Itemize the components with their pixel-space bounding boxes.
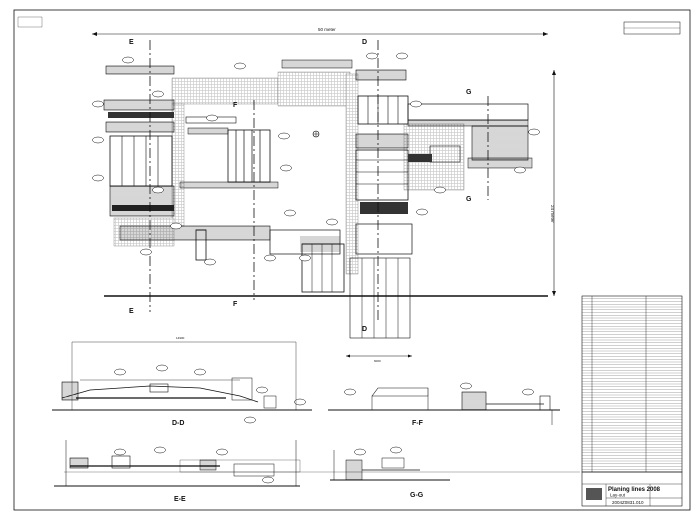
marker-e-top: E [129, 39, 134, 46]
drawing-title: Planing lines 2008 [608, 487, 661, 493]
reference-balloon [528, 128, 540, 136]
reference-balloon [152, 186, 164, 194]
marker-d-top: D [362, 39, 367, 46]
plan-center-lines [281, 59, 413, 339]
reference-balloon [154, 446, 166, 454]
section-ee-view: E-E [54, 440, 300, 503]
reference-balloon [264, 254, 276, 262]
reference-balloon [204, 258, 216, 266]
section-markers: E E D D F F G G [129, 39, 472, 333]
section-ff-view: F-F [328, 387, 560, 427]
reference-balloon [152, 90, 164, 98]
company-logo-icon [586, 488, 602, 500]
sheet-border [13, 9, 691, 511]
marker-f-bottom: F [233, 301, 238, 308]
dimension-g: 6000 [346, 354, 412, 363]
section-ff-title: F-F [412, 420, 424, 427]
overall-width-label: 50 meter [318, 27, 336, 32]
section-ee-title: E-E [174, 496, 186, 503]
reference-balloon [114, 448, 126, 456]
reference-balloon [396, 52, 408, 60]
reference-balloon [390, 446, 402, 454]
reference-balloon [156, 364, 168, 372]
reference-balloon [122, 56, 134, 64]
marker-f-top: F [233, 102, 238, 109]
reference-balloon [410, 100, 422, 108]
reference-balloon [344, 388, 356, 396]
reference-balloon [280, 164, 292, 172]
reference-balloon [278, 132, 290, 140]
reference-balloon [216, 448, 228, 456]
reference-balloons [92, 52, 540, 484]
reference-balloon [294, 398, 306, 406]
drawing-subtitle: Lay-out [610, 493, 626, 498]
dimension-d-label: 14900 [176, 336, 185, 340]
section-gg-title: G-G [410, 492, 424, 499]
reference-balloon [140, 248, 152, 256]
reference-balloon [514, 166, 526, 174]
reference-balloon [92, 174, 104, 182]
title-block: Planing lines 2008 Lay-out 2004Z0831.010 [64, 459, 683, 507]
marker-g-top: G [466, 89, 472, 96]
reference-balloon [234, 62, 246, 70]
reference-balloon [434, 186, 446, 194]
reference-balloon [326, 218, 338, 226]
reference-balloon [206, 114, 218, 122]
reference-balloon [366, 52, 378, 60]
reference-balloon [170, 222, 182, 230]
reference-balloon [354, 448, 366, 456]
reference-balloon [416, 208, 428, 216]
marker-g-bottom: G [466, 196, 472, 203]
reference-balloon [114, 368, 126, 376]
reference-balloon [262, 476, 274, 484]
parts-legend-table [581, 295, 683, 473]
reference-balloon [460, 382, 472, 390]
marker-d-bottom: D [362, 326, 367, 333]
reference-balloon [92, 136, 104, 144]
reference-balloon [194, 368, 206, 376]
reference-balloon [284, 209, 296, 217]
section-gg-view: G-G [330, 450, 450, 499]
corner-stamp [17, 16, 43, 28]
overall-width-dimension: 50 meter [92, 27, 548, 36]
plan-left-machine-cluster [103, 65, 341, 261]
reference-balloon [244, 416, 256, 424]
reference-balloon [92, 100, 104, 108]
reference-balloon [256, 386, 268, 394]
section-dd-view: 14900 D-D [52, 336, 312, 427]
plan-right-machine-cluster [312, 103, 533, 169]
overall-height-label: 24 meter [550, 205, 555, 223]
drawing-number: 2004Z0831.010 [612, 500, 644, 505]
reference-balloon [299, 254, 311, 262]
marker-e-bottom: E [129, 308, 134, 315]
section-dd-title: D-D [172, 420, 184, 427]
overall-height-dimension: 24 meter [550, 70, 556, 296]
dimension-g-label: 6000 [374, 359, 381, 363]
section-cut-lines [149, 40, 489, 320]
reference-balloon [522, 388, 534, 396]
